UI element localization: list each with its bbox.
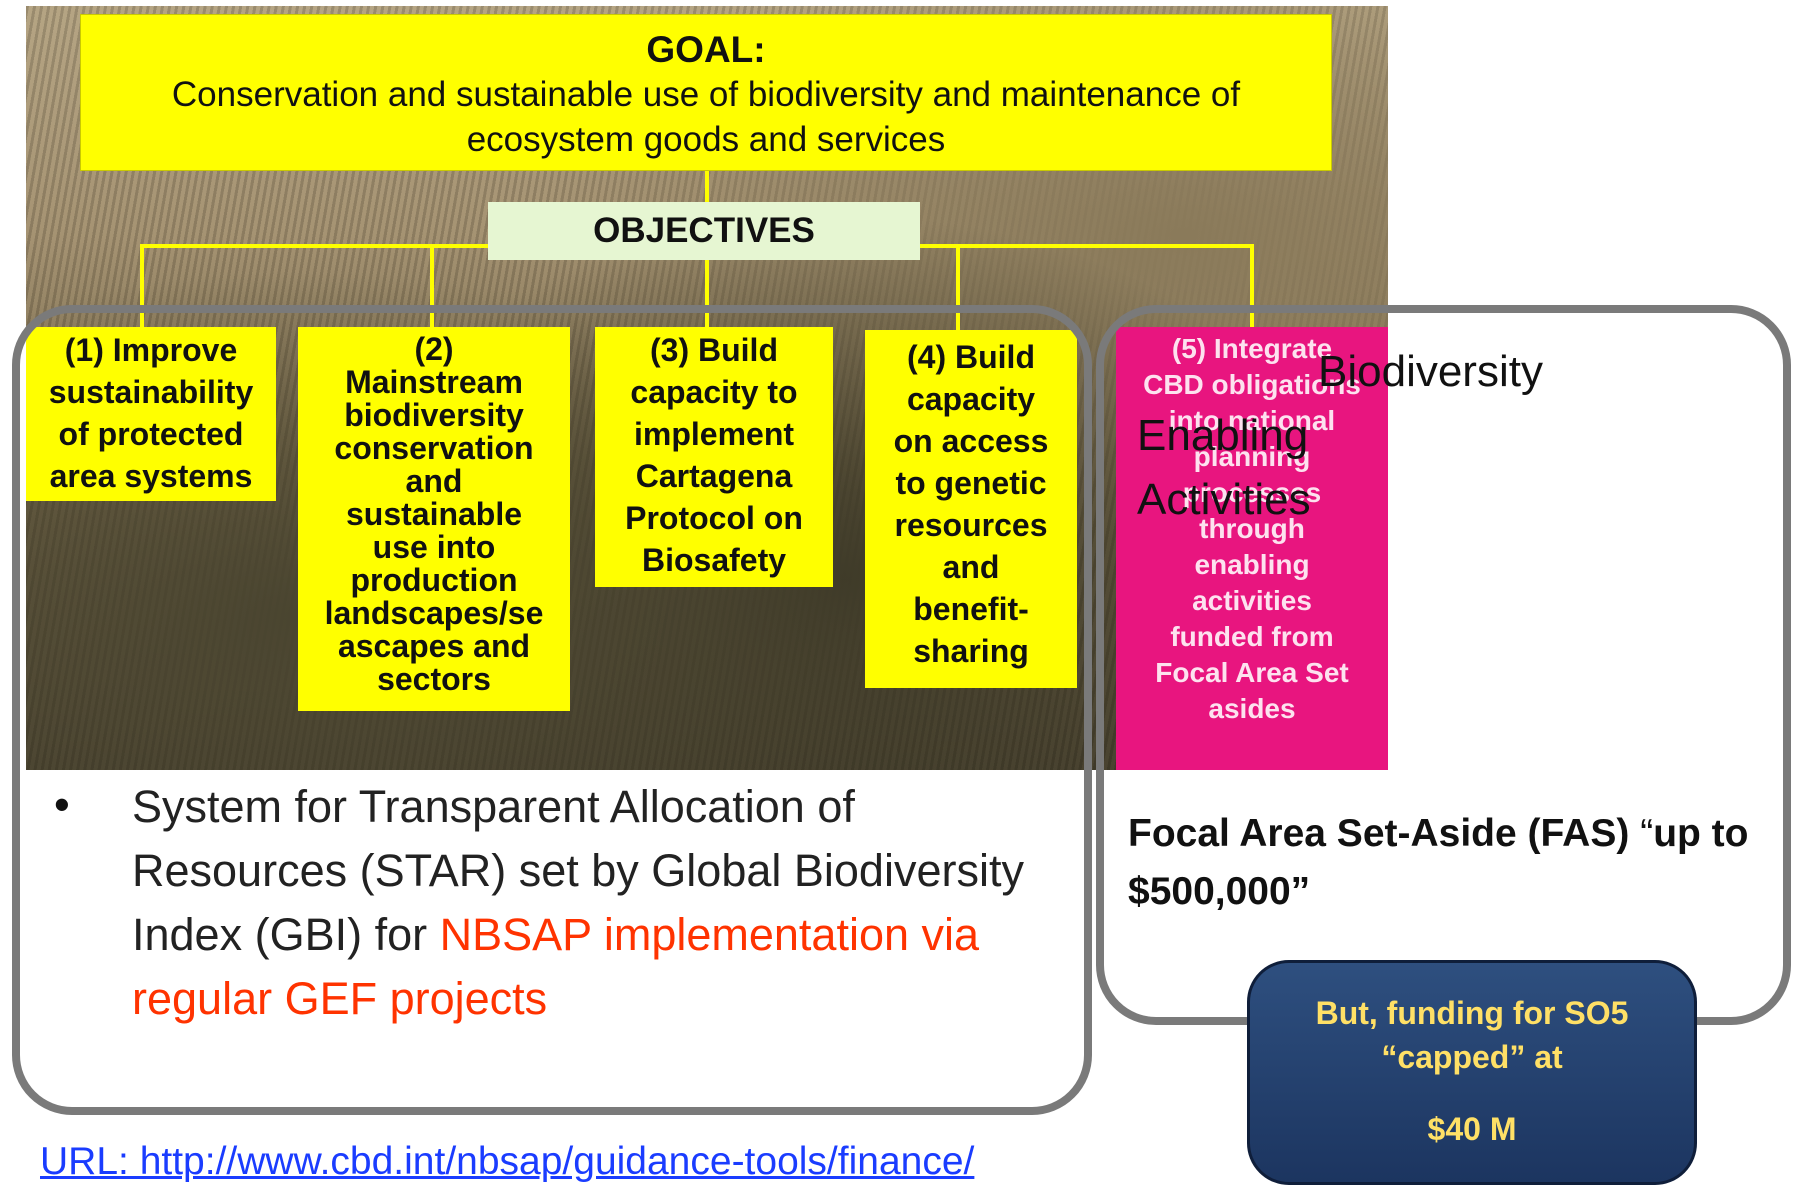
objective-2-line: (2)	[414, 331, 454, 367]
objective-5-line: funded from	[1170, 621, 1334, 652]
objective-4-line: capacity	[906, 381, 1036, 417]
cap-line-2: “capped” at	[1381, 1039, 1563, 1075]
objective-5-line: activities	[1192, 585, 1312, 616]
objective-2-line: ascapes and	[337, 628, 531, 664]
objective-3-line: implement	[633, 416, 795, 452]
goal-line-2: ecosystem goods and services	[466, 120, 946, 159]
cap-line-3: $40 M	[1427, 1111, 1517, 1147]
objective-3-line: Protocol on	[625, 500, 803, 536]
objective-3-box: (3) Build capacity to implement Cartagen…	[595, 327, 833, 587]
objective-2-line: conservation	[334, 430, 534, 466]
objective-3-line: (3) Build	[650, 332, 778, 368]
objective-2-line: Mainstream	[345, 364, 523, 400]
bio-enabling-line-3: Activities	[1137, 475, 1311, 524]
star-bullet-black: System for Transparent Allocation of Res…	[132, 781, 1024, 960]
connector-drop-3	[705, 258, 709, 330]
objective-5-box: (5) Integrate CBD obligations into natio…	[1116, 327, 1388, 770]
objective-1-line: of protected	[58, 416, 244, 452]
objective-2-box: (2) Mainstream biodiversity conservation…	[298, 327, 570, 711]
cap-line-1: But, funding for SO5	[1315, 995, 1629, 1031]
objective-3-line: Cartagena	[635, 458, 793, 494]
objective-1-line: (1) Improve	[64, 332, 238, 368]
objective-2-line: sustainable	[345, 496, 523, 532]
objective-4-line: to genetic	[895, 465, 1047, 501]
objective-5-line: enabling	[1194, 549, 1310, 580]
objective-2-line: and	[405, 463, 463, 499]
objective-3-line: capacity to	[630, 374, 798, 410]
objective-5-line: Focal Area Set	[1155, 657, 1349, 688]
fas-bold: Focal Area Set-Aside (FAS)	[1128, 812, 1641, 855]
objective-5-line: into national	[1168, 405, 1336, 436]
objective-5-line: asides	[1208, 693, 1296, 724]
cap-callout: But, funding for SO5 “capped” at $40 M	[1247, 960, 1697, 1185]
goal-line-1: Conservation and sustainable use of biod…	[171, 75, 1241, 114]
objective-4-line: benefit-	[913, 591, 1029, 627]
bio-enabling-line-2: Enabling	[1137, 411, 1309, 460]
objective-3-line: Biosafety	[641, 542, 787, 578]
objective-4-box: (4) Build capacity on access to genetic …	[865, 330, 1077, 688]
fas-rest: up to $500,000”	[1128, 812, 1749, 913]
objective-5-line: planning	[1193, 441, 1311, 472]
objective-5-line: (5) Integrate	[1171, 333, 1333, 364]
connector-vertical-goal	[705, 170, 709, 205]
objective-5-line: through	[1199, 513, 1305, 544]
bullet-symbol: •	[54, 779, 70, 830]
objective-2-line: sectors	[377, 661, 491, 697]
objective-4-line: (4) Build	[907, 339, 1035, 375]
goal-title: GOAL:	[646, 29, 766, 70]
star-bullet-text: System for Transparent Allocation of Res…	[132, 775, 1072, 1031]
objective-4-line: and	[942, 549, 1000, 585]
connector-drop-5	[1250, 244, 1254, 330]
bio-enabling-line-1: Biodiversity	[1318, 347, 1543, 396]
objective-4-line: on access	[893, 423, 1049, 459]
fas-text: Focal Area Set-Aside (FAS) “up to $500,0…	[1128, 805, 1768, 921]
objective-4-line: sharing	[913, 633, 1029, 669]
objective-5-line: CBD obligations	[1143, 369, 1361, 400]
objectives-label: OBJECTIVES	[488, 202, 920, 260]
objective-2-line: use into	[372, 529, 496, 565]
objective-5-line: processes	[1182, 477, 1322, 508]
goal-box: GOAL: Conservation and sustainable use o…	[80, 14, 1332, 171]
connector-drop-2	[430, 244, 434, 330]
objective-4-line: resources	[894, 507, 1048, 543]
objective-2-line: production	[350, 562, 518, 598]
objective-2-line: biodiversity	[344, 397, 524, 433]
objective-1-line: sustainability	[48, 374, 254, 410]
connector-drop-1	[140, 244, 144, 330]
star-bullet-red: NBSAP implementation via regular GEF pro…	[132, 909, 980, 1024]
left-rounded-frame	[12, 305, 1092, 1115]
objective-1-line: area systems	[49, 458, 253, 494]
objective-2-line: landscapes/se	[324, 595, 544, 631]
url-link[interactable]: URL: http://www.cbd.int/nbsap/guidance-t…	[40, 1140, 975, 1183]
fas-open-quote: “	[1640, 812, 1654, 855]
connector-drop-4	[956, 244, 960, 330]
